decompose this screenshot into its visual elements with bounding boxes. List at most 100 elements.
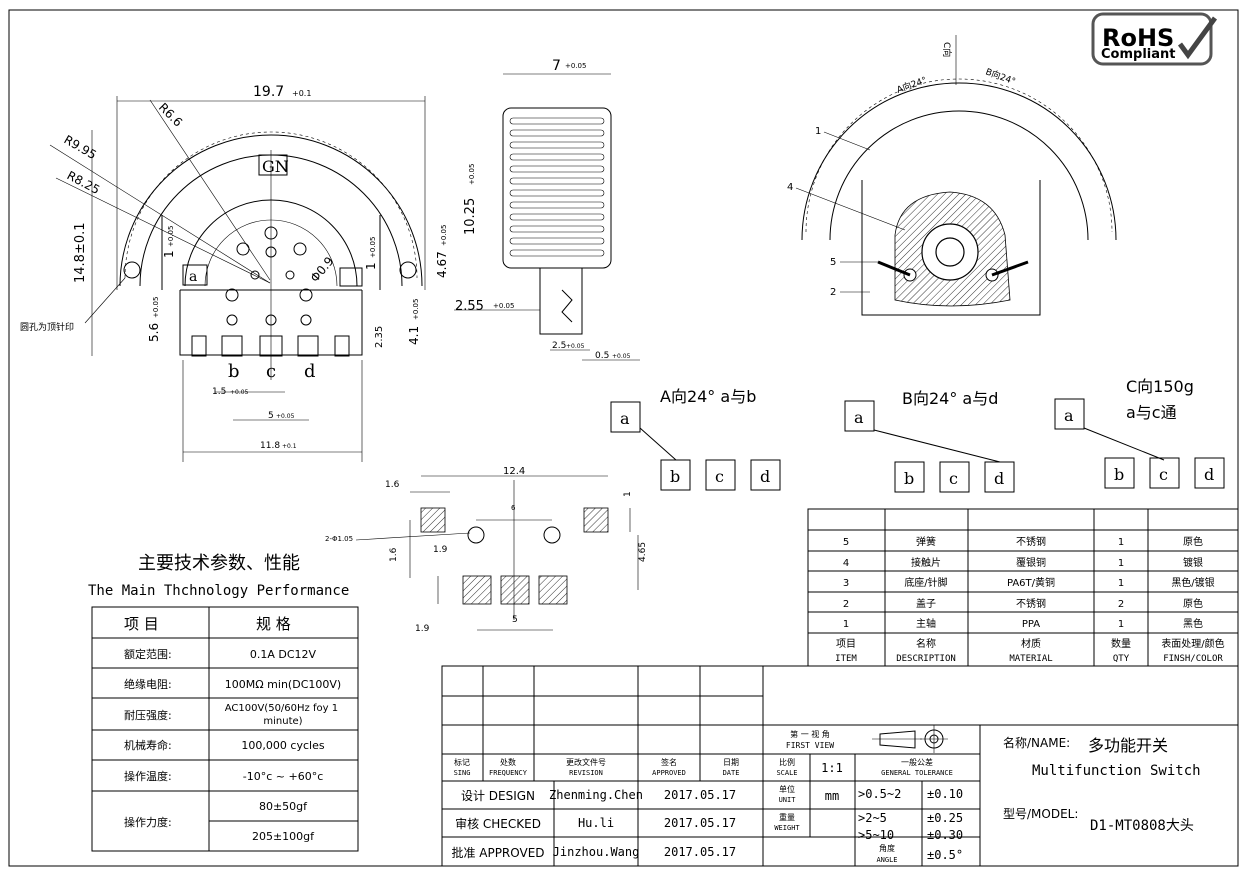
tb-model-label: 型号/MODEL: xyxy=(1003,807,1078,821)
dim-2-5: 2.5 xyxy=(552,341,566,351)
perf-row-3-spec-line-1: AC100V(50/60Hz foy 1 xyxy=(225,703,338,714)
tb-approved-label: 批准 APPROVED xyxy=(451,845,544,860)
dim-5-6-tol: +0.05 xyxy=(152,297,160,318)
logic-b-label-a: a xyxy=(854,408,864,427)
perf-row-3-item: 耐压强度: xyxy=(124,708,172,722)
tb-tol-range-1: >0.5~2 xyxy=(858,787,901,801)
tb-date-en: DATE xyxy=(723,769,740,777)
dim-4-1-tol: +0.05 xyxy=(412,299,420,320)
side-knurl-lines xyxy=(509,117,605,257)
left-pin-hole xyxy=(123,261,141,279)
logic-b-label-d: d xyxy=(994,469,1004,488)
pad-bottom-2 xyxy=(500,575,530,605)
tb-freq-en: FREQUENCY xyxy=(489,769,528,777)
tb-view-cn: 第 一 视 角 xyxy=(790,729,830,739)
dim-5-tol: +0.05 xyxy=(276,413,295,420)
dim-7-tol: +0.05 xyxy=(565,62,586,70)
iso-callout-2: 2 xyxy=(830,287,836,298)
bom-table: 5 弹簧 不锈钢 1 原色 4 接触片 覆银铜 1 镀银 3 底座/针脚 PA6… xyxy=(807,508,1239,667)
perf-row-1-spec: 0.1A DC12V xyxy=(250,648,317,661)
fp-dim-5: 5 xyxy=(512,615,518,625)
bom-row-5-item: 1 xyxy=(843,619,849,630)
logic-a-label-a: a xyxy=(620,409,630,428)
pin-right-pad xyxy=(334,335,350,357)
tb-design-date: 2017.05.17 xyxy=(664,788,736,802)
fp-dim-1-6b: 1.6 xyxy=(389,547,399,562)
tb-unit-cn: 单位 xyxy=(779,784,795,794)
tb-scale-value: 1:1 xyxy=(821,761,843,775)
switch-logic-c: C向150g a与c通 a b c d xyxy=(1054,377,1225,489)
switch-logic-b: B向24° a与d a b c d xyxy=(844,389,1015,493)
logic-c-label-c: c xyxy=(1159,465,1168,484)
bom-header-qty-cn: 数量 xyxy=(1111,637,1131,650)
dim-7: 7 xyxy=(552,58,561,74)
dim-10-25: 10.25 xyxy=(463,198,478,235)
perf-row-5-spec: -10°c ~ +60°c xyxy=(243,770,324,783)
bom-row-2-material: 覆银铜 xyxy=(1016,556,1046,569)
perf-row-3-spec: AC100V(50/60Hz foy 1 minute) xyxy=(225,703,342,727)
perf-row-5-item: 操作温度: xyxy=(124,769,172,783)
dim-2-35: 2.35 xyxy=(374,326,385,348)
perf-header-spec: 规 格 xyxy=(256,615,291,633)
fp-dim-1-9b: 1.9 xyxy=(415,624,430,634)
tb-tol-range-2: >2~5 xyxy=(858,811,887,825)
bom-row: 1 主轴 PPA 1 黑色 xyxy=(843,617,1203,630)
fp-dim-12-4: 12.4 xyxy=(503,466,525,477)
tb-design-name: Zhenming.Chen xyxy=(549,788,643,802)
rohs-badge: RoHS Compliant xyxy=(1091,12,1218,66)
tb-checked-label: 审核 CHECKED xyxy=(455,816,541,831)
switch-logic-a: A向24° a与b a b c d xyxy=(610,387,781,491)
tb-appr-cn: 签名 xyxy=(661,757,677,767)
perf-row-6-spec: 80±50gf xyxy=(259,800,308,813)
tb-weight-en: WEIGHT xyxy=(774,824,800,832)
iso-knob-inner xyxy=(829,110,1089,241)
dim-0-5: 0.5 xyxy=(595,351,609,361)
tb-rev-en: REVISION xyxy=(569,769,603,777)
fp-dim-1-9a: 1.9 xyxy=(433,545,448,555)
dim-1-right: 1 xyxy=(364,262,378,270)
dim-r9-95: R9.95 xyxy=(62,132,99,162)
dim-1-left: 1 xyxy=(162,250,176,258)
bom-row-1-desc: 弹簧 xyxy=(916,535,936,548)
hole-left xyxy=(467,526,485,544)
tb-scale-cn: 比例 xyxy=(779,757,795,767)
iso-knurl xyxy=(805,78,1113,233)
bom-row-3-material: PA6T/黄铜 xyxy=(1007,576,1055,589)
tb-tol-value-2: ±0.25 xyxy=(927,811,963,825)
perf-header-item: 项 目 xyxy=(124,615,159,633)
bom-row: 3 底座/针脚 PA6T/黄铜 1 黑色/镀银 xyxy=(843,576,1215,589)
tb-approved-date: 2017.05.17 xyxy=(664,845,736,859)
iso-callout-5: 5 xyxy=(830,257,836,268)
perf-row-1-item: 额定范围: xyxy=(124,647,172,661)
bom-row-2-finish: 镀银 xyxy=(1183,556,1203,569)
perf-title-en: The Main Thchnology Performance xyxy=(88,583,349,599)
pad-top-left xyxy=(420,507,446,533)
first-angle-projection-icon xyxy=(872,725,948,753)
tb-tol-range-3: >5~10 xyxy=(858,828,894,842)
iso-callout-4: 4 xyxy=(787,182,793,193)
pin-d-pad xyxy=(297,335,319,357)
a-tab-label: a xyxy=(189,269,197,285)
tb-design-label: 设计 DESIGN xyxy=(461,789,535,803)
bom-row-2-desc: 接触片 xyxy=(911,556,941,569)
logic-c-title2: a与c通 xyxy=(1126,403,1177,422)
bom-row-1-material: 不锈钢 xyxy=(1016,535,1046,548)
dim-1-5-tol: +0.05 xyxy=(230,389,249,396)
perf-row-6-item: 操作力度: xyxy=(124,815,172,829)
bom-header-mat-cn: 材质 xyxy=(1021,637,1041,650)
bom-header-item-cn: 项目 xyxy=(836,638,856,650)
tb-freq-cn: 处数 xyxy=(500,757,516,767)
logic-c-title1: C向150g xyxy=(1126,377,1194,396)
bom-row-5-finish: 黑色 xyxy=(1183,617,1203,630)
right-tab xyxy=(339,267,363,287)
right-pin-hole xyxy=(399,261,417,279)
logic-a-label-c: c xyxy=(715,467,724,486)
dim-4-67: 4.67 xyxy=(435,251,449,278)
pin-d-label: d xyxy=(304,361,316,382)
dim-1-5: 1.5 xyxy=(212,387,226,397)
pcb-footprint: 12.4 1.6 1 2-Φ1.05 1.9 1.6 4.65 6 1.9 5 xyxy=(325,466,648,634)
dim-phi-0-9: Φ0.9 xyxy=(308,254,337,285)
side-pin xyxy=(561,289,573,323)
bom-row-5-material: PPA xyxy=(1022,619,1040,630)
